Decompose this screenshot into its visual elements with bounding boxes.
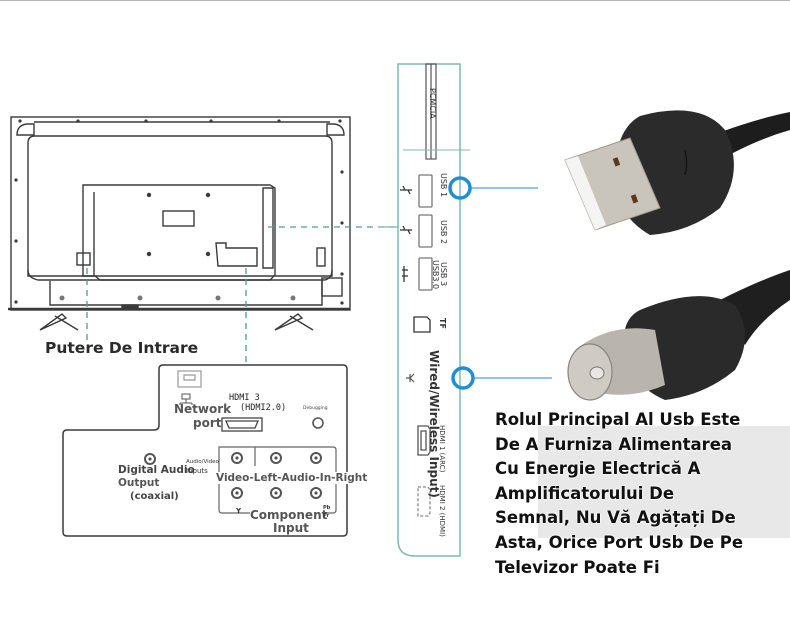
usb-caption: Rolul Principal Al Usb Este De A Furniza… [495,408,790,580]
usb1-label: USB 1 [439,173,448,198]
hdmi3-sublabel: (HDMI2.0) [240,403,287,413]
digital-audio-label-2: Output [118,477,160,489]
hdmi1-label: HDMI 1 (ARC) [438,425,446,473]
tv-back-outline [8,116,351,331]
pcmcia-label: PCMCIA [428,88,437,119]
usb3-sublabel: USB3.0 [431,260,440,290]
caption-line: De A Furniza Alimentarea [495,434,733,454]
pcmcia-slot [425,63,437,160]
av-inputs-label: Audio/Video [186,459,219,465]
hdmi-port-shapes [417,425,431,517]
hdmi3-label: HDMI 3 [229,393,260,403]
av-inputs-label-2: Inputs [186,467,208,475]
av-block-outline [218,446,337,514]
callout-usb [448,176,538,200]
usb-port-shapes [418,174,433,291]
side-panel-outline [397,63,461,557]
rca-jack-icons [144,452,322,499]
debugging-label: Debugging [303,406,328,411]
ethernet-port-shape [177,370,202,388]
power-input-label: Putere De Intrare [45,339,199,357]
sd-card-icon [413,316,431,333]
debugging-jack-icon [312,417,324,429]
caption-line: Amplificatorului De [495,483,675,503]
component-y-label: Y [236,507,242,515]
network-port-label-2: port [193,416,222,430]
caption-line: Cu Energie Electrică A [495,459,701,479]
usb-ss-icon [402,266,408,282]
dashed-connectors [86,226,398,362]
antenna-label: Wired/Wireless Input) [427,350,441,498]
callout-antenna [451,366,552,390]
hdmi3-port-shape [221,417,263,432]
hdmi2-label: HDMI 2 (HDMI) [438,485,446,537]
usb-icon [400,185,412,235]
usb-plug-image [564,110,790,235]
digital-audio-label: Digital Audio [118,464,195,476]
network-icon [179,393,193,405]
component-input-label-2: Input [273,521,309,535]
coax-plug-image [567,270,790,401]
caption-line: Semnal, Nu Vă Agățați De [495,508,736,528]
coaxial-label: (coaxial) [130,491,179,502]
caption-line: Televizor Poate Fi [495,557,660,577]
top-border [0,0,790,1]
component-pb-label: Pb [323,505,331,511]
caption-background [538,426,790,538]
network-port-label: Network [174,402,232,416]
component-input-label: Component [250,508,328,522]
caption-line: Rolul Principal Al Usb Este [495,410,741,429]
caption-line: Asta, Orice Port Usb De Pe [495,532,744,552]
usb3-label: USB 3 [439,262,448,287]
usb2-label: USB 2 [439,220,448,245]
tv-screw-dots [14,119,344,305]
video-audio-row-label: Video-Left-Audio-In-Right [216,472,368,484]
bottom-panel-outline [62,364,348,537]
tf-label: TF [438,318,447,329]
antenna-icon [406,373,415,383]
component-pr-label: Pr [323,513,330,519]
